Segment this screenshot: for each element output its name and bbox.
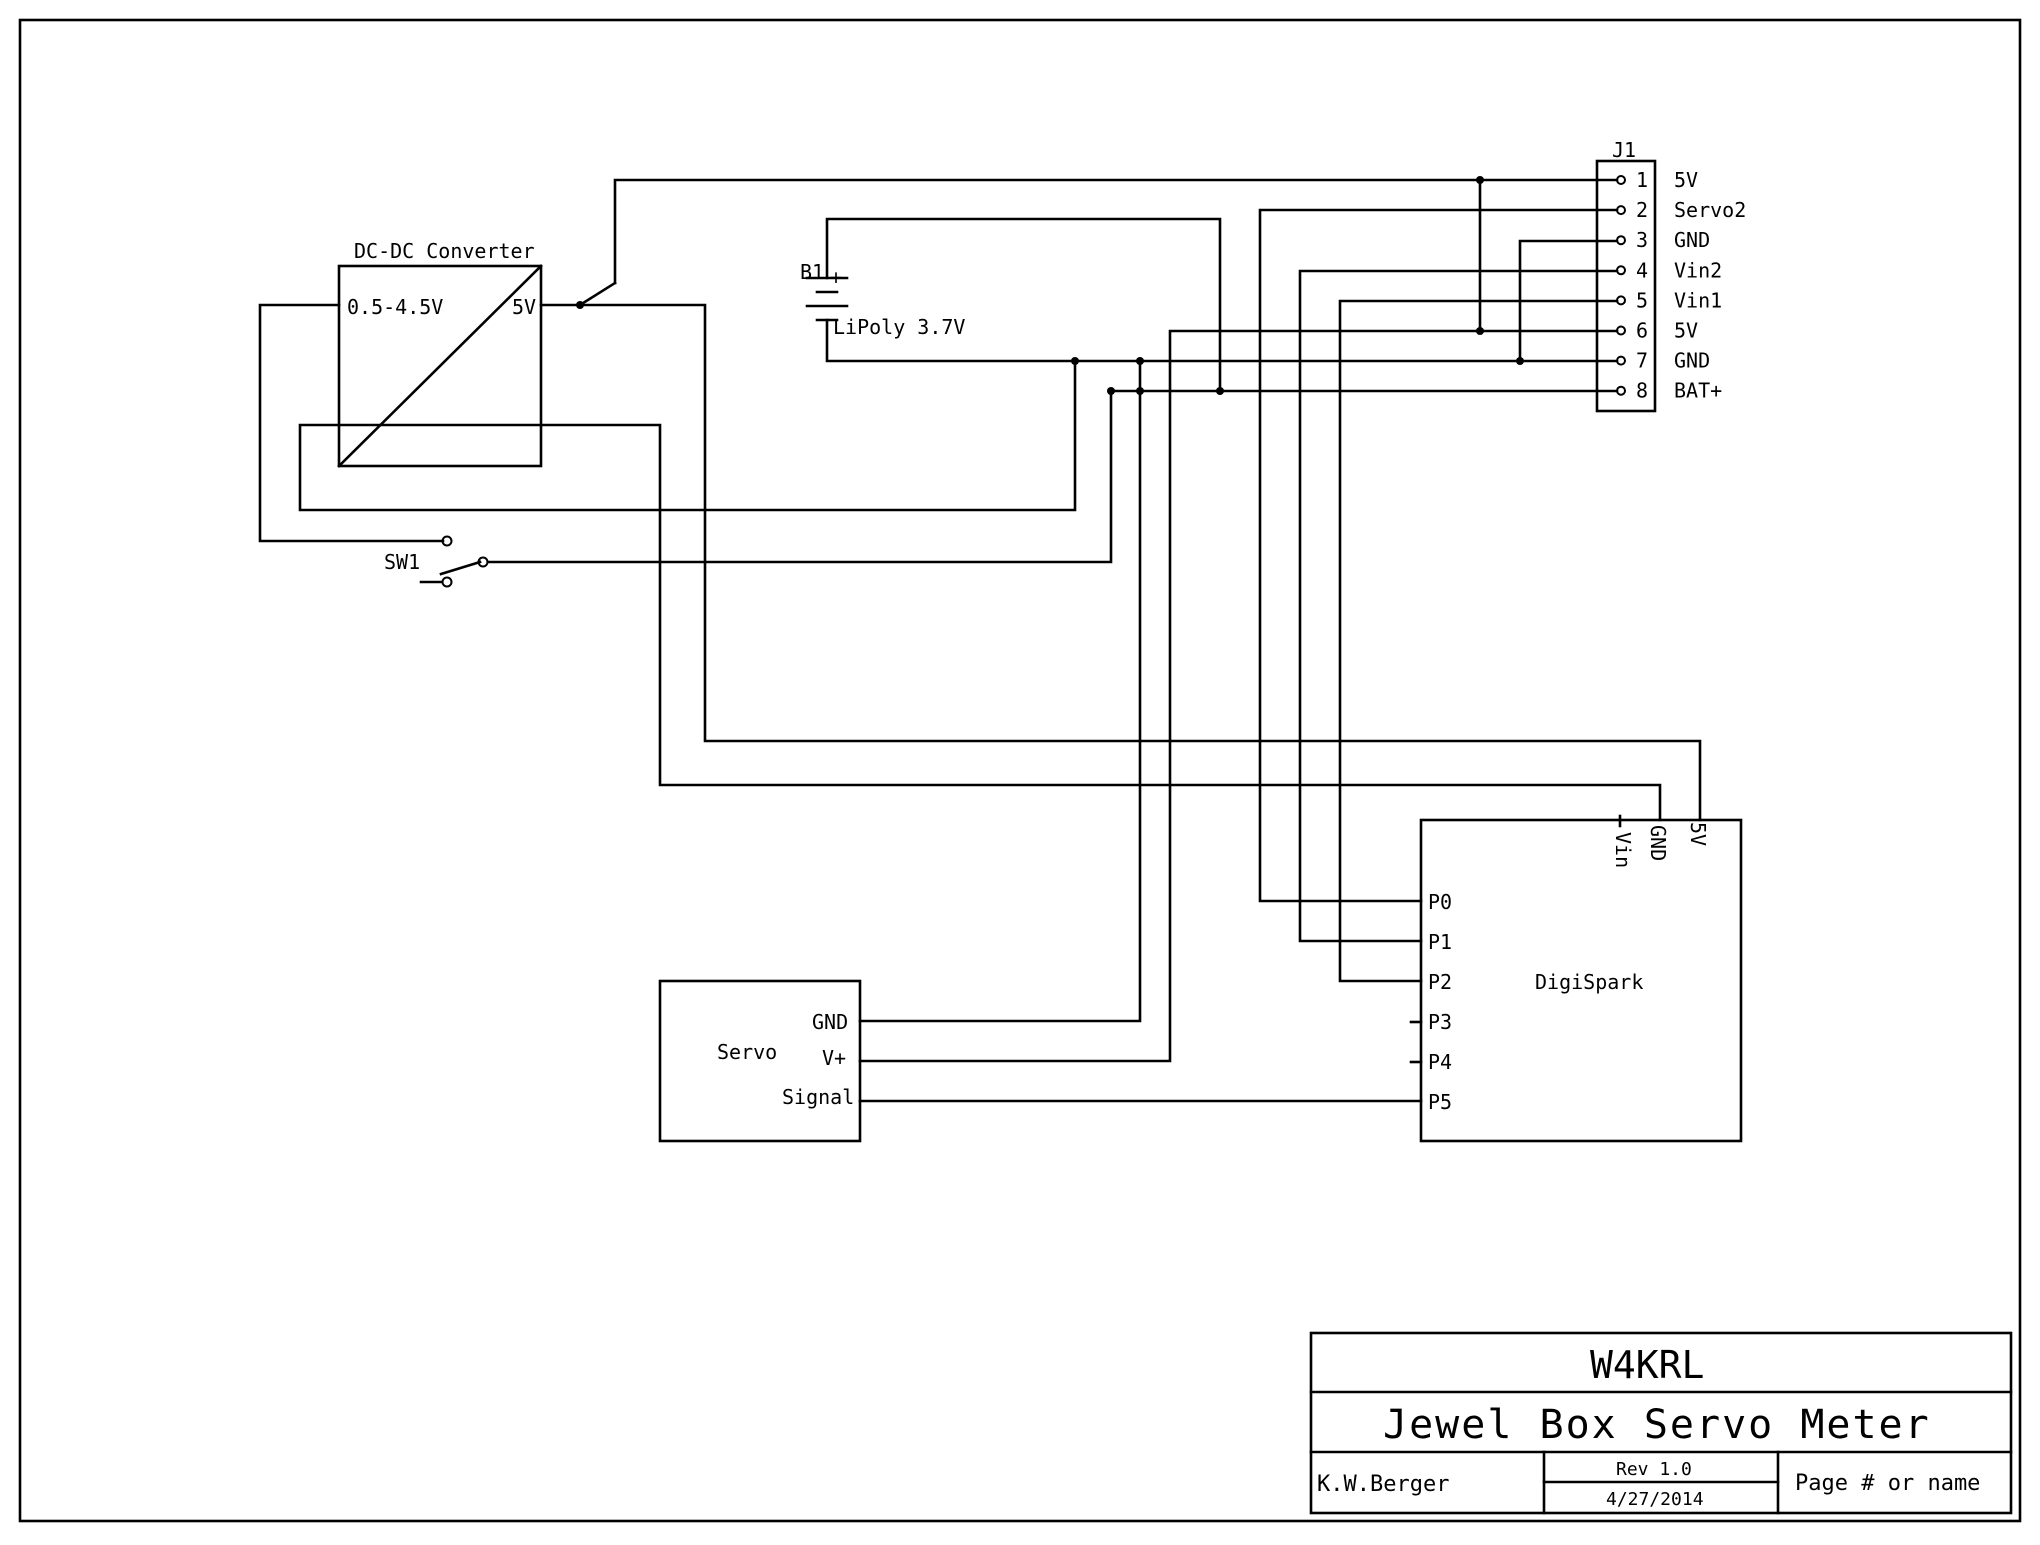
connector-pin-number: 8 — [1636, 379, 1648, 403]
connector-pin-name: BAT+ — [1674, 379, 1722, 403]
digispark-block: DigiSpark Vin GND 5V P0 P1 P2 P3 P4 P5 — [1409, 814, 1743, 1143]
digispark-label: DigiSpark — [1535, 970, 1643, 994]
connector-pin-name: 5V — [1674, 168, 1698, 192]
digispark-pin-p2: P2 — [1428, 970, 1452, 994]
digispark-pin-vin: Vin — [1611, 832, 1635, 868]
connector-pin-name: Vin1 — [1674, 288, 1722, 312]
connector-pin-number: 1 — [1636, 168, 1648, 192]
converter-output-label: 5V — [512, 295, 536, 319]
servo-pin-gnd: GND — [812, 1010, 848, 1034]
connector-pin-name: GND — [1674, 228, 1710, 252]
servo-pin-signal: Signal — [782, 1085, 854, 1109]
servo-block: Servo GND V+ Signal — [658, 979, 862, 1143]
title-block-company: W4KRL — [1590, 1343, 1704, 1387]
connector-ref: J1 — [1612, 138, 1636, 162]
connector-pin-number: 5 — [1636, 288, 1648, 312]
switch-sw1: SW1 — [384, 535, 489, 588]
digispark-pin-5v: 5V — [1686, 822, 1710, 846]
title-block-title: Jewel Box Servo Meter — [1383, 1402, 1931, 1448]
title-block-page: Page # or name — [1795, 1471, 1980, 1496]
title-block-date: 4/27/2014 — [1606, 1489, 1704, 1510]
servo-pin-vplus: V+ — [822, 1046, 846, 1070]
wires — [258, 178, 1702, 1103]
converter-input-label: 0.5-4.5V — [347, 295, 443, 319]
digispark-pin-p4: P4 — [1428, 1050, 1452, 1074]
battery-plus: + — [830, 265, 842, 289]
digispark-pin-p3: P3 — [1428, 1010, 1452, 1034]
connector-pin-number: 7 — [1636, 349, 1648, 373]
dc-dc-converter: DC-DC Converter 0.5-4.5V 5V — [337, 239, 543, 468]
connector-pin-name: Servo2 — [1674, 198, 1746, 222]
connector-pin-name: GND — [1674, 349, 1710, 373]
connector-pin-number: 4 — [1636, 258, 1648, 282]
servo-label: Servo — [717, 1040, 777, 1064]
connector-pin-name: Vin2 — [1674, 258, 1722, 282]
digispark-pin-p5: P5 — [1428, 1090, 1452, 1114]
connector-pin-number: 3 — [1636, 228, 1648, 252]
battery-label: LiPoly 3.7V — [833, 315, 965, 339]
battery-ref: B1 — [800, 260, 824, 284]
converter-title: DC-DC Converter — [354, 239, 535, 263]
digispark-pin-p0: P0 — [1428, 890, 1452, 914]
title-block: W4KRL Jewel Box Servo Meter K.W.Berger R… — [1309, 1331, 2013, 1515]
title-block-author: K.W.Berger — [1317, 1472, 1449, 1497]
connector-pin-name: 5V — [1674, 319, 1698, 343]
connector-pin-number: 2 — [1636, 198, 1648, 222]
junction-dots — [576, 176, 1524, 395]
digispark-pin-p1: P1 — [1428, 930, 1452, 954]
title-block-rev: Rev 1.0 — [1616, 1459, 1692, 1480]
battery-b1: B1 + LiPoly 3.7V — [800, 260, 965, 339]
switch-ref: SW1 — [384, 550, 420, 574]
digispark-pin-gnd: GND — [1646, 825, 1670, 861]
sheet-border — [18, 18, 2022, 1523]
connector-pin-number: 6 — [1636, 319, 1648, 343]
